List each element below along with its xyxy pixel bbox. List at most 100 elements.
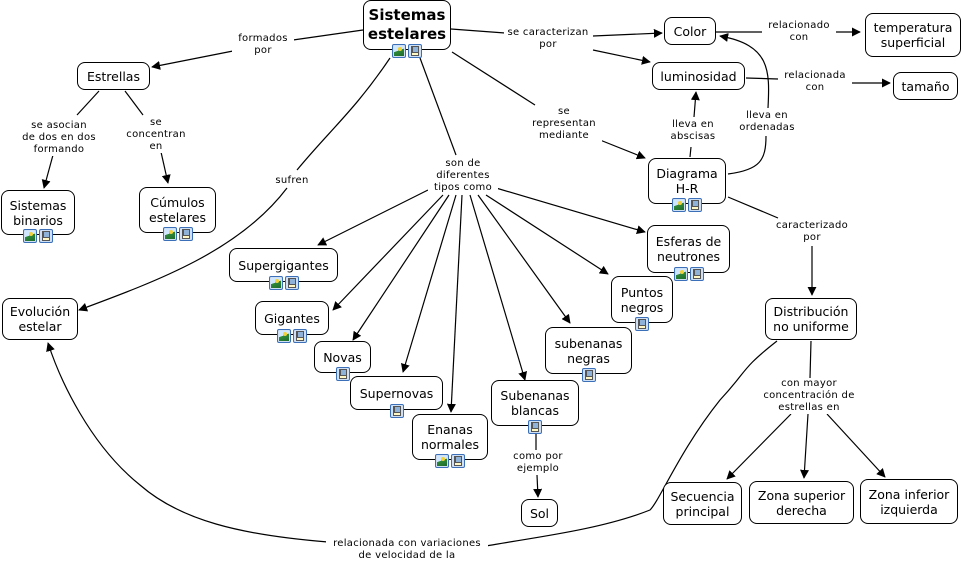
concept-puntos-negros[interactable]: Puntos negros <box>611 276 673 331</box>
link-phrase-son-de-diferentes-tipos: son de diferentes tipos como <box>428 158 498 194</box>
link-phrase-relacionado-con: relacionado con <box>762 20 836 44</box>
link-caracterizan-luminosidad <box>592 49 651 65</box>
concept-diagrama-hr[interactable]: Diagrama H-R <box>648 158 726 212</box>
document-resource-icon[interactable] <box>688 198 702 212</box>
resource-icons <box>528 420 542 434</box>
concept-label: Zona superior derecha <box>757 487 846 518</box>
document-resource-icon[interactable] <box>39 229 53 243</box>
document-resource-icon[interactable] <box>178 227 193 241</box>
link-concentracion-superior <box>800 413 809 479</box>
concept-distribucion-no-uniforme[interactable]: Distribución no uniforme <box>765 298 857 340</box>
document-resource-icon[interactable] <box>635 317 649 331</box>
document-resource-icon[interactable] <box>528 420 542 434</box>
link-representan-diagrama <box>599 139 646 160</box>
concept-temperatura-superficial[interactable]: temperatura superficial <box>865 13 961 57</box>
concept-evolucion-estelar[interactable]: Evolución estelar <box>2 298 78 340</box>
concept-supergigantes[interactable]: Supergigantes <box>229 248 338 290</box>
concept-supernovas[interactable]: Supernovas <box>350 376 443 418</box>
document-resource-icon[interactable] <box>389 404 404 418</box>
link-tipos-enanas <box>446 194 463 413</box>
resource-icons <box>673 267 704 281</box>
resource-icons <box>335 367 350 381</box>
link-root-tipos <box>419 57 457 156</box>
concept-label: luminosidad <box>660 68 737 84</box>
concept-zona-superior-derecha[interactable]: Zona superior derecha <box>749 481 854 524</box>
link-tipos-negras <box>477 194 571 324</box>
image-resource-icon[interactable] <box>672 198 686 212</box>
document-resource-icon[interactable] <box>451 454 465 468</box>
document-resource-icon[interactable] <box>335 367 350 381</box>
link-asocian-binarios <box>41 154 54 189</box>
concept-label: Sol <box>529 505 550 521</box>
resource-icons <box>672 198 702 212</box>
concept-label: Evolución estelar <box>9 304 71 334</box>
image-resource-icon[interactable] <box>673 267 688 281</box>
resource-icons <box>435 454 465 468</box>
image-resource-icon[interactable] <box>268 276 283 290</box>
concept-label: Supergigantes <box>238 257 329 273</box>
concept-label: Sistemas binarios <box>9 197 67 228</box>
image-resource-icon[interactable] <box>392 44 406 58</box>
concept-label: Gigantes <box>264 310 320 326</box>
link-phrase-lleva-en-ordenadas: lleva en ordenadas <box>735 110 799 134</box>
link-tipos-puntos <box>485 194 609 275</box>
link-formados-estrellas <box>151 50 234 70</box>
link-tipos-blancas <box>469 194 528 381</box>
concept-luminosidad[interactable]: luminosidad <box>652 62 745 90</box>
link-distribucion-concentracion <box>809 340 812 379</box>
link-phrase-sufren: sufren <box>270 175 314 187</box>
document-resource-icon[interactable] <box>581 368 596 382</box>
link-lum-relacionada <box>745 77 779 80</box>
link-phrase-caracterizado-por: caracterizado por <box>772 220 852 244</box>
document-resource-icon[interactable] <box>284 276 299 290</box>
concept-label: Novas <box>323 349 362 365</box>
concept-enanas-normales[interactable]: Enanas normales <box>412 414 488 468</box>
link-estrellas-asocian <box>76 90 100 116</box>
concept-label: Secuencia principal <box>670 488 735 519</box>
concept-label: subenanas negras <box>554 335 623 366</box>
link-phrase-se-concentran-en: se concentran en <box>124 117 188 153</box>
link-concentran-cumulos <box>160 151 171 184</box>
concept-sol[interactable]: Sol <box>521 499 558 527</box>
concept-cumulos-estelares[interactable]: Cúmulos estelares <box>139 187 216 241</box>
concept-tamano[interactable]: tamaño <box>893 72 958 100</box>
resource-icons <box>23 229 53 243</box>
link-phrase-se-caracterizan-por: se caracterizan por <box>504 27 592 51</box>
concept-secuencia-principal[interactable]: Secuencia principal <box>663 482 742 525</box>
image-resource-icon[interactable] <box>23 229 37 243</box>
concept-subenanas-negras[interactable]: subenanas negras <box>545 327 632 382</box>
link-tipos-supergigantes <box>317 189 429 246</box>
concept-gigantes[interactable]: Gigantes <box>255 301 329 343</box>
document-resource-icon[interactable] <box>293 329 307 343</box>
resource-icons <box>581 368 596 382</box>
concept-zona-inferior-izquierda[interactable]: Zona inferior izquierda <box>860 479 958 524</box>
concept-sistemas-binarios[interactable]: Sistemas binarios <box>1 190 75 243</box>
link-concentracion-secuencia <box>726 413 792 480</box>
document-resource-icon[interactable] <box>689 267 704 281</box>
link-diagrama-caracterizado <box>727 196 779 219</box>
concept-sistemas-estelares[interactable]: Sistemas estelares <box>363 0 451 58</box>
resource-icons <box>389 404 404 418</box>
link-ejemplo-sol <box>533 474 543 498</box>
concept-color[interactable]: Color <box>664 17 716 45</box>
image-resource-icon[interactable] <box>277 329 291 343</box>
link-tipos-novas <box>352 194 450 341</box>
concept-novas[interactable]: Novas <box>314 341 371 381</box>
concept-esferas-neutrones[interactable]: Esferas de neutrones <box>647 225 730 281</box>
link-diagrama-ordenadas <box>727 135 767 175</box>
image-resource-icon[interactable] <box>435 454 449 468</box>
link-phrase-lleva-en-abscisas: lleva en abscisas <box>664 119 722 143</box>
concept-label: Sistemas estelares <box>367 6 447 43</box>
link-caracterizan-color <box>592 28 663 38</box>
link-phrase-como-por-ejemplo: como por ejemplo <box>509 451 567 475</box>
concept-label: Zona inferior izquierda <box>868 486 950 517</box>
document-resource-icon[interactable] <box>408 44 422 58</box>
link-concentracion-inferior <box>826 413 886 478</box>
image-resource-icon[interactable] <box>162 227 177 241</box>
concept-estrellas[interactable]: Estrellas <box>77 62 150 90</box>
link-abscisas-lum <box>690 91 700 118</box>
resource-icons <box>635 317 649 331</box>
link-sufren-evolucion <box>78 187 288 312</box>
concept-subenanas-blancas[interactable]: Subenanas blancas <box>491 380 579 434</box>
